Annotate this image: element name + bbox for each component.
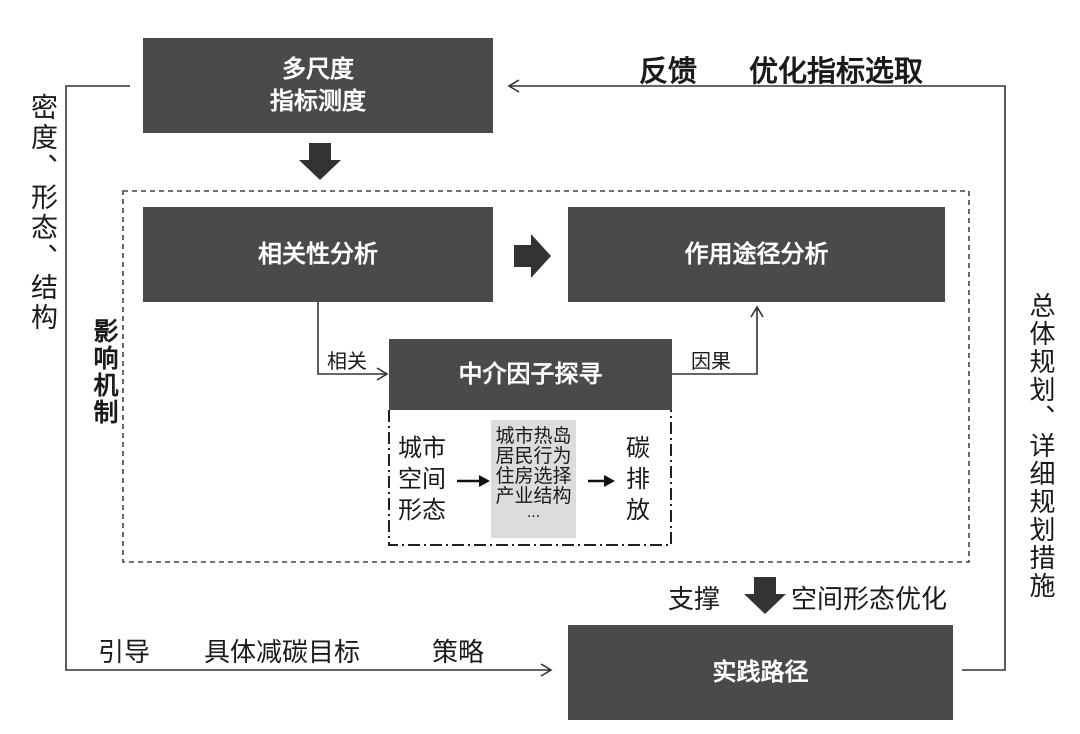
factor-item: 城市热岛 <box>495 425 572 447</box>
practice-path-box: 实践路径 <box>568 625 953 720</box>
guide-label: 引导 <box>98 638 151 668</box>
left-loop-line <box>65 85 553 677</box>
factor-item: 产业结构 <box>495 485 572 507</box>
factor-item: 居民行为 <box>495 445 572 467</box>
mediator-exploration-box: 中介因子探寻 <box>389 339 672 410</box>
down-block-arrow-top <box>299 143 341 180</box>
causal-line <box>672 305 764 375</box>
mediator-exploration-label: 中介因子探寻 <box>458 359 603 388</box>
factor-item: 住房选择 <box>495 465 572 487</box>
multiscale-line2: 指标测度 <box>270 86 366 115</box>
urban-form-line: 形态 <box>398 496 446 524</box>
feedback-label: 反馈 <box>639 54 698 88</box>
spatial-form-optimization-label: 空间形态优化 <box>791 585 948 615</box>
correlated-label: 相关 <box>327 349 367 373</box>
causal-label: 因果 <box>691 349 731 373</box>
influence-mechanism-frame <box>122 190 970 563</box>
urban-spatial-form-text: 城市 空间 形态 <box>398 433 446 526</box>
pathway-analysis-label: 作用途径分析 <box>684 239 829 268</box>
correlation-analysis-label: 相关性分析 <box>258 239 378 268</box>
carbon-target-label: 具体减碳目标 <box>204 638 361 668</box>
correlation-analysis-box: 相关性分析 <box>143 207 493 302</box>
emission-char: 碳 <box>626 434 650 462</box>
form-to-factors-arrowhead <box>479 475 490 487</box>
planning-measures-label: 总体规划、详细规划措施 <box>1025 292 1055 600</box>
mediator-factors-list: 城市热岛 居民行为 住房选择 产业结构 ... <box>491 420 576 538</box>
optimize-indicator-label: 优化指标选取 <box>749 54 924 88</box>
practice-path-label: 实践路径 <box>712 657 809 686</box>
density-form-structure-label: 密度、形态、结构 <box>26 93 57 333</box>
mediator-detail-frame <box>388 410 672 546</box>
emission-char: 排 <box>626 465 650 493</box>
factors-to-emission-arrowhead <box>604 475 615 487</box>
correlated-line <box>317 302 389 381</box>
strategy-label: 策略 <box>432 638 485 668</box>
right-block-arrow <box>514 234 551 278</box>
carbon-emission-text: 碳 排 放 <box>626 433 650 526</box>
feedback-loop-line <box>507 79 1006 671</box>
urban-form-line: 空间 <box>398 465 446 493</box>
pathway-analysis-box: 作用途径分析 <box>568 207 945 302</box>
support-label: 支撑 <box>668 585 721 615</box>
multiscale-measurement-box: 多尺度 指标测度 <box>143 38 493 133</box>
down-block-arrow-support <box>744 577 786 614</box>
multiscale-line1: 多尺度 <box>282 55 354 84</box>
urban-form-line: 城市 <box>398 434 446 462</box>
influence-mechanism-label: 影响机制 <box>90 318 119 426</box>
factor-ellipsis: ... <box>526 505 541 521</box>
emission-char: 放 <box>626 496 650 524</box>
